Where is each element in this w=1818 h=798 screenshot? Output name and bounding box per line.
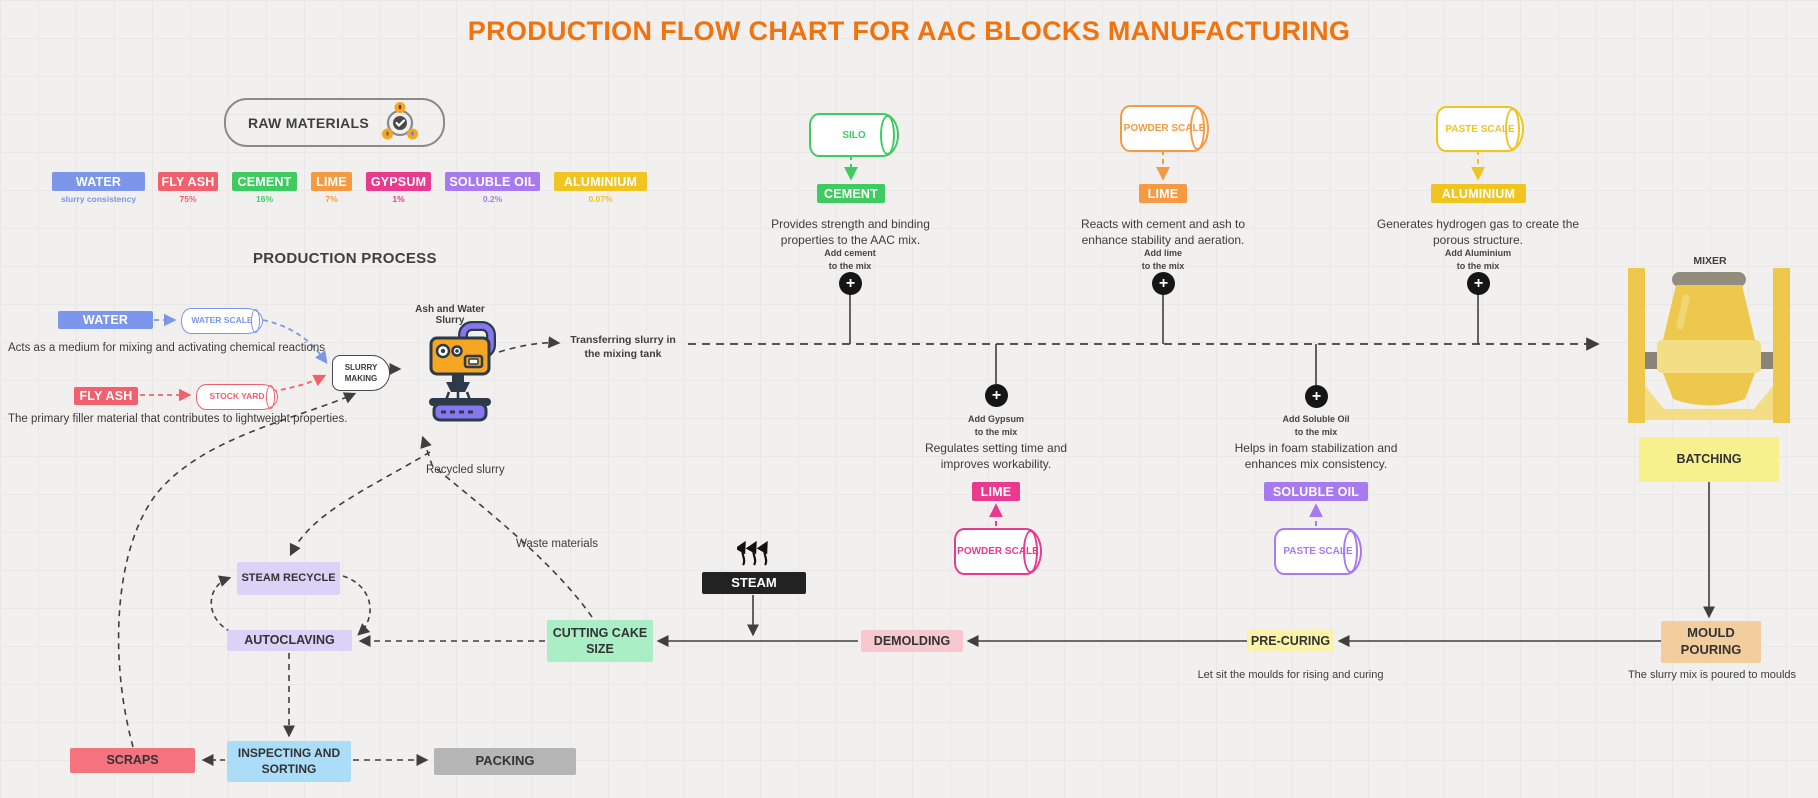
node-powder-scale-gypsum[interactable]: POWDER SCALE bbox=[954, 528, 1042, 575]
node-scraps[interactable]: SCRAPS bbox=[70, 748, 195, 773]
water-description: Acts as a medium for mixing and activati… bbox=[8, 342, 326, 354]
legend-chip-gypsum[interactable]: GYPSUM bbox=[366, 172, 431, 191]
node-steam-recycle[interactable]: STEAM RECYCLE bbox=[237, 562, 340, 595]
legend-sub-lime: 7% bbox=[325, 194, 338, 204]
legend-sub-water: slurry consistency bbox=[60, 194, 137, 204]
mould-pouring-note: The slurry mix is poured to moulds bbox=[1627, 669, 1797, 681]
legend-chip-aluminium[interactable]: ALUMINIUM bbox=[554, 172, 647, 191]
lime-description: Reacts with cement and ash to enhance st… bbox=[1080, 217, 1246, 248]
legend-sub-fly-ash: 75% bbox=[179, 194, 197, 204]
node-powder-scale-lime[interactable]: POWDER SCALE bbox=[1120, 105, 1209, 152]
node-aluminium[interactable]: ALUMINIUM bbox=[1431, 184, 1526, 203]
legend-sub-soluble-oil: 0.2% bbox=[482, 194, 503, 204]
node-steam[interactable]: STEAM bbox=[702, 572, 806, 594]
node-fly-ash[interactable]: FLY ASH bbox=[74, 387, 138, 405]
node-batching[interactable]: BATCHING bbox=[1639, 437, 1779, 482]
node-paste-scale-soluble-oil[interactable]: PASTE SCALE bbox=[1274, 528, 1362, 575]
fly-ash-description: The primary filler material that contrib… bbox=[8, 413, 348, 425]
legend-chip-fly-ash[interactable]: FLY ASH bbox=[158, 172, 218, 191]
node-pre-curing[interactable]: PRE-CURING bbox=[1247, 630, 1334, 652]
node-lime-gypsum[interactable]: LIME bbox=[972, 482, 1020, 501]
aluminium-description: Generates hydrogen gas to create the por… bbox=[1376, 217, 1580, 248]
node-stock-yard[interactable]: STOCK YARD bbox=[196, 384, 278, 410]
slurry-machine-label: Ash and Water Slurry bbox=[415, 304, 485, 326]
mixer-label: MIXER bbox=[1693, 255, 1727, 267]
node-paste-scale-aluminium[interactable]: PASTE SCALE bbox=[1436, 106, 1524, 152]
add-aluminium-plus-button[interactable]: + bbox=[1467, 272, 1490, 295]
raw-materials-label: RAW MATERIALS bbox=[247, 114, 370, 131]
node-mould-pouring[interactable]: MOULD POURING bbox=[1661, 621, 1761, 663]
add-cement-plus-button[interactable]: + bbox=[839, 272, 862, 295]
slurry-mixer-icon[interactable] bbox=[405, 320, 497, 427]
section-heading: PRODUCTION PROCESS bbox=[253, 250, 437, 267]
page-title: PRODUCTION FLOW CHART FOR AAC BLOCKS MAN… bbox=[467, 16, 1351, 46]
waste-materials-label: Waste materials bbox=[516, 538, 599, 550]
node-water[interactable]: WATER bbox=[58, 311, 153, 329]
legend-chip-water[interactable]: WATER bbox=[52, 172, 145, 191]
node-autoclaving[interactable]: AUTOCLAVING bbox=[227, 630, 352, 651]
add-soluble-oil-plus-button[interactable]: + bbox=[1305, 385, 1328, 408]
node-soluble-oil[interactable]: SOLUBLE OIL bbox=[1264, 482, 1368, 501]
gypsum-description: Regulates setting time and improves work… bbox=[924, 441, 1068, 472]
recycled-slurry-label: Recycled slurry bbox=[426, 464, 505, 476]
raw-materials-box[interactable]: RAW MATERIALS bbox=[224, 98, 445, 147]
legend-sub-cement: 16% bbox=[255, 194, 273, 204]
add-gypsum-plus-button[interactable]: + bbox=[985, 384, 1008, 407]
legend-chip-cement[interactable]: CEMENT bbox=[232, 172, 297, 191]
node-cement[interactable]: CEMENT bbox=[817, 184, 885, 203]
transfer-slurry-label: Transferring slurry in the mixing tank bbox=[570, 334, 676, 361]
node-packing[interactable]: PACKING bbox=[434, 748, 576, 775]
legend-chip-lime[interactable]: LIME bbox=[311, 172, 352, 191]
node-inspecting-sorting[interactable]: INSPECTING AND SORTING bbox=[227, 741, 351, 782]
node-silo[interactable]: SILO bbox=[809, 113, 899, 157]
raw-materials-icon bbox=[379, 101, 421, 144]
pre-curing-note: Let sit the moulds for rising and curing bbox=[1197, 669, 1384, 681]
legend-sub-gypsum: 1% bbox=[392, 194, 405, 204]
node-water-scale[interactable]: WATER SCALE bbox=[181, 308, 263, 334]
add-lime-plus-button[interactable]: + bbox=[1152, 272, 1175, 295]
legend-sub-aluminium: 0.07% bbox=[588, 194, 613, 204]
node-slurry-making[interactable]: SLURRY MAKING bbox=[332, 355, 390, 391]
node-lime[interactable]: LIME bbox=[1139, 184, 1187, 203]
soluble-oil-description: Helps in foam stabilization and enhances… bbox=[1234, 441, 1398, 472]
node-demolding[interactable]: DEMOLDING bbox=[861, 630, 963, 652]
cement-description: Provides strength and binding properties… bbox=[771, 217, 930, 248]
node-cutting-cake-size[interactable]: CUTTING CAKE SIZE bbox=[547, 620, 653, 662]
legend-chip-soluble-oil[interactable]: SOLUBLE OIL bbox=[445, 172, 540, 191]
steam-waves-icon bbox=[734, 532, 773, 573]
mixer-icon[interactable] bbox=[1620, 268, 1798, 428]
